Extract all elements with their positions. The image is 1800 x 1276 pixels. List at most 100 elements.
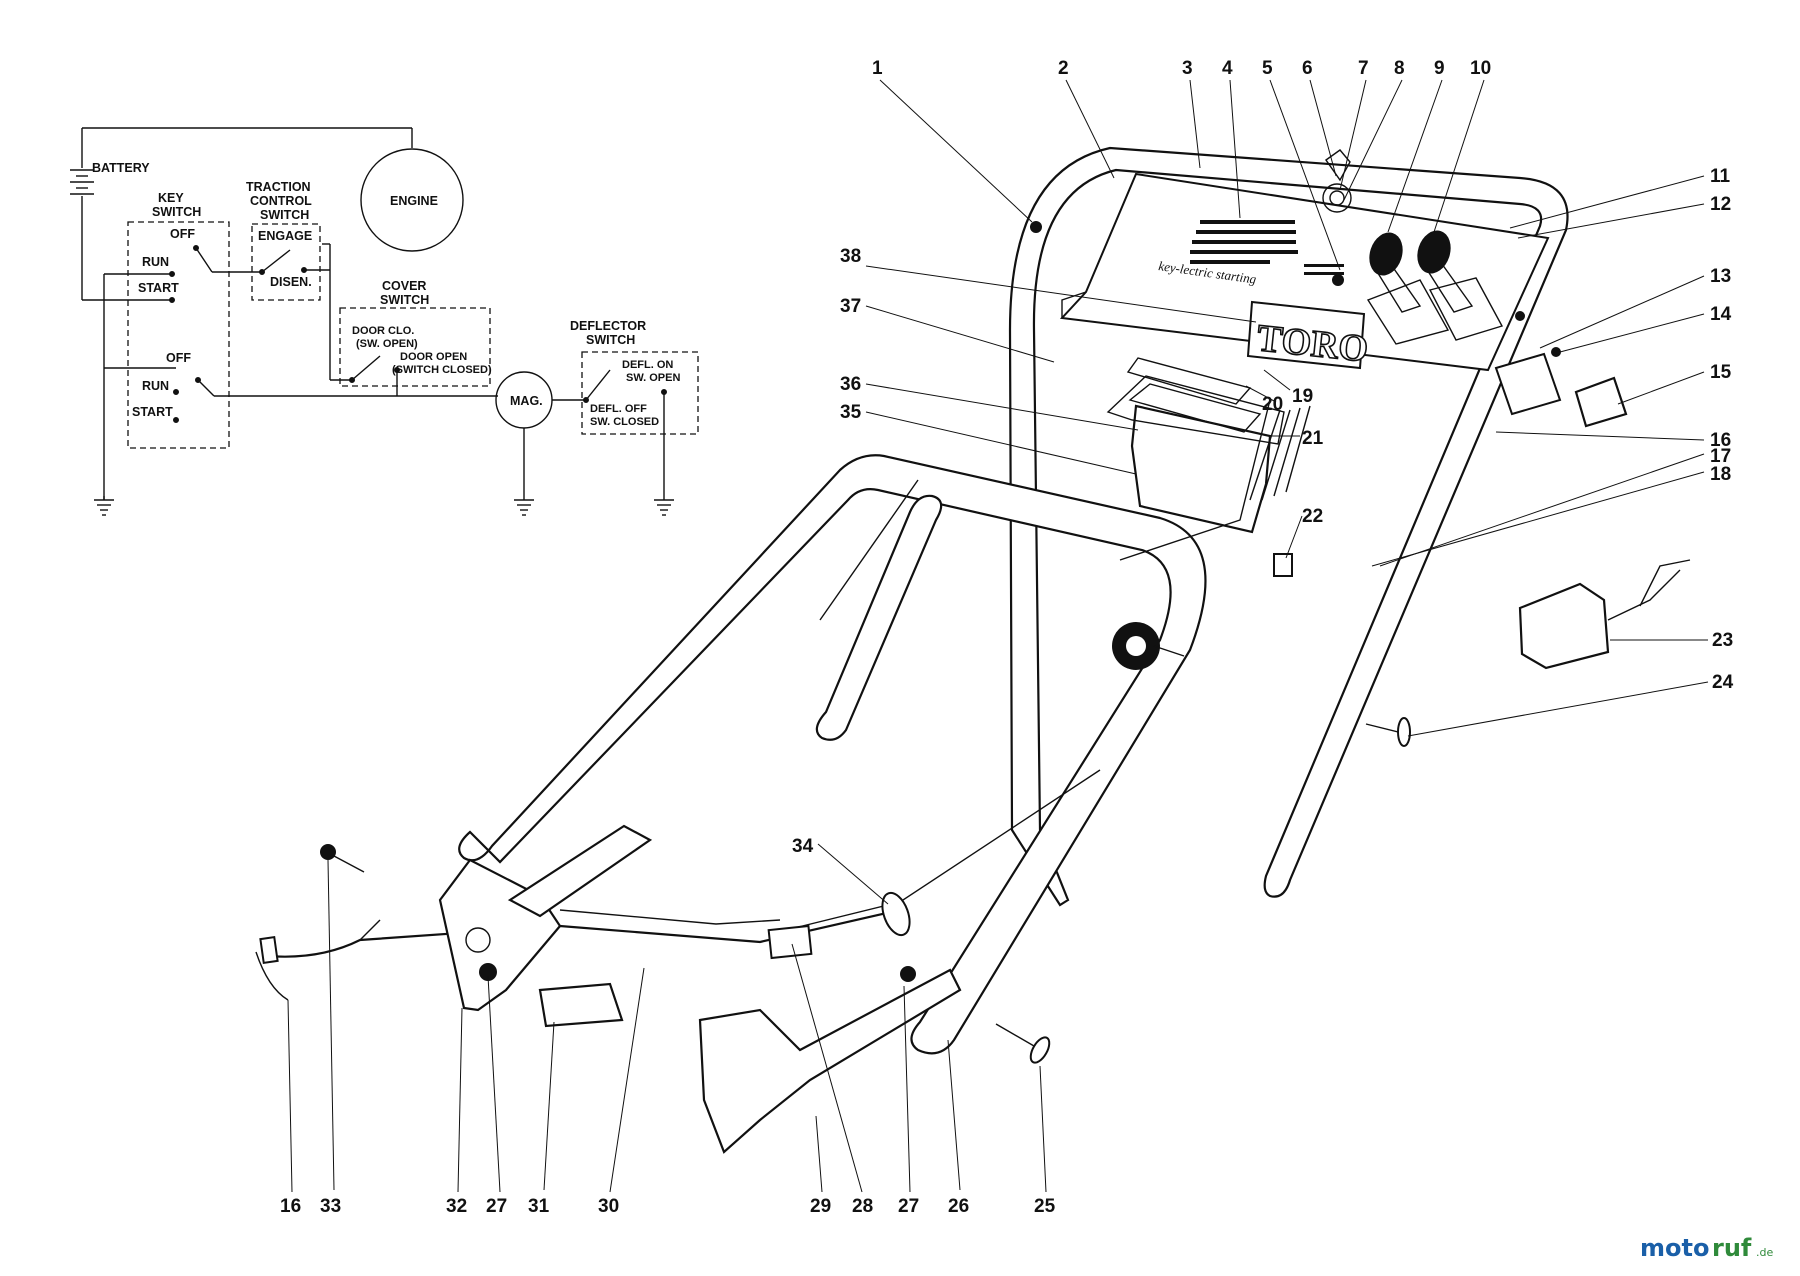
traction-engage: ENGAGE <box>258 229 312 243</box>
callout-21: 21 <box>1302 428 1324 449</box>
callout-4: 4 <box>1222 58 1233 79</box>
interlock-switch <box>1494 311 1628 428</box>
key-switch-label-1: KEY <box>158 191 184 205</box>
traction-contact <box>261 249 291 273</box>
callout-23: 23 <box>1712 630 1733 651</box>
callout-19: 19 <box>1292 386 1313 407</box>
callout-2: 2 <box>1058 58 1069 79</box>
connector-box <box>1518 559 1691 670</box>
ground-symbol-mag <box>514 499 534 516</box>
battery-label: BATTERY <box>92 161 150 175</box>
key-off-top: OFF <box>170 227 195 241</box>
bolt-33 <box>320 844 365 873</box>
callout-13: 13 <box>1710 266 1731 287</box>
callout-28: 28 <box>852 1196 873 1217</box>
bolt-24 <box>1365 717 1411 747</box>
traction-disen: DISEN. <box>270 275 312 289</box>
bolt-1 <box>1030 221 1042 233</box>
callout-35: 35 <box>840 402 862 423</box>
key-switch-box <box>127 221 230 449</box>
grommet <box>881 891 911 937</box>
battery-box <box>1106 357 1285 534</box>
callout-12: 12 <box>1710 194 1731 215</box>
callout-38: 38 <box>840 246 861 267</box>
watermark: moto ruf .de <box>1640 1234 1773 1262</box>
traction-label-2: CONTROL <box>250 194 312 208</box>
key-start-bottom: START <box>132 405 173 419</box>
defl-off-1: DEFL. OFF <box>590 403 647 415</box>
engine-circle <box>360 148 464 252</box>
wire-clip <box>538 982 624 1028</box>
callout-22: 22 <box>1302 506 1323 527</box>
callout-20: 20 <box>1262 394 1283 415</box>
defl-on-2: SW. OPEN <box>626 372 680 384</box>
callout-37: 37 <box>840 296 861 317</box>
callout-11: 11 <box>1710 166 1731 187</box>
callout-27-right: 27 <box>898 1196 919 1217</box>
deflector-label-2: SWITCH <box>586 333 635 347</box>
watermark-de: .de <box>1756 1246 1773 1259</box>
lower-handle <box>458 454 1207 1055</box>
callout-24: 24 <box>1712 672 1734 693</box>
callout-34: 34 <box>792 836 814 857</box>
callout-10: 10 <box>1470 58 1491 79</box>
callout-3: 3 <box>1182 58 1193 79</box>
adjustment-knob <box>1112 622 1185 670</box>
callout-30: 30 <box>598 1196 619 1217</box>
toro-plate <box>1246 300 1366 370</box>
callout-36: 36 <box>840 374 861 395</box>
traction-label-3: SWITCH <box>260 208 309 222</box>
callout-1: 1 <box>872 58 883 79</box>
deflector-label-1: DEFLECTOR <box>570 319 646 333</box>
key-run-bottom: RUN <box>142 379 169 393</box>
cover-switch-box <box>339 307 491 387</box>
callout-25: 25 <box>1034 1196 1056 1217</box>
callout-16-left: 16 <box>280 1196 301 1217</box>
callout-7: 7 <box>1358 58 1369 79</box>
defl-on-1: DEFL. ON <box>622 359 673 371</box>
panel-decal <box>1190 220 1344 275</box>
callout-17: 17 <box>1710 446 1731 467</box>
callout-31: 31 <box>528 1196 550 1217</box>
callout-33: 33 <box>320 1196 341 1217</box>
callout-5: 5 <box>1262 58 1273 79</box>
callout-8: 8 <box>1394 58 1405 79</box>
connector-22 <box>1273 553 1293 577</box>
left-strap <box>815 494 943 741</box>
watermark-ruf: ruf <box>1712 1234 1752 1262</box>
door-open-1: DOOR OPEN <box>400 351 467 363</box>
wiring-schematic: BATTERY KEY SWITCH OFF RUN START OFF RUN… <box>70 127 699 516</box>
deflector-contact <box>585 369 611 401</box>
callout-18: 18 <box>1710 464 1731 485</box>
callout-27-left: 27 <box>486 1196 507 1217</box>
control-levers <box>1366 230 1504 345</box>
watermark-moto: moto <box>1640 1234 1709 1262</box>
door-clo-2: (SW. OPEN) <box>356 338 418 350</box>
handle-assembly: key-lectric starting TORO <box>255 146 1691 1154</box>
callout-15: 15 <box>1710 362 1732 383</box>
callout-32: 32 <box>446 1196 467 1217</box>
key-run-top: RUN <box>142 255 169 269</box>
callout-14: 14 <box>1710 304 1732 325</box>
deflector-switch-box <box>581 351 699 435</box>
upper-handle <box>1008 146 1569 907</box>
key-switch-label-2: SWITCH <box>152 205 201 219</box>
traction-label-1: TRACTION <box>246 180 311 194</box>
mag-label: MAG. <box>510 394 543 408</box>
battery-symbol <box>70 127 413 300</box>
callout-6: 6 <box>1302 58 1313 79</box>
bolt-25 <box>995 1023 1051 1064</box>
door-clo-1: DOOR CLO. <box>352 325 414 337</box>
defl-off-2: SW. CLOSED <box>590 416 659 428</box>
callout-16-right: 16 <box>1710 430 1731 451</box>
engine-label: ENGINE <box>390 194 438 208</box>
leader-lines <box>287 79 1709 1193</box>
callout-numbers: 1 2 3 4 5 6 7 8 9 10 11 12 13 14 15 16 1… <box>280 58 1734 1217</box>
cover-switch-label-1: COVER <box>382 279 426 293</box>
key-switch-contacts <box>82 245 498 500</box>
traction-switch-box <box>251 223 321 301</box>
callout-26: 26 <box>948 1196 969 1217</box>
key-off-bottom: OFF <box>166 351 191 365</box>
ground-symbol-left <box>94 496 114 516</box>
